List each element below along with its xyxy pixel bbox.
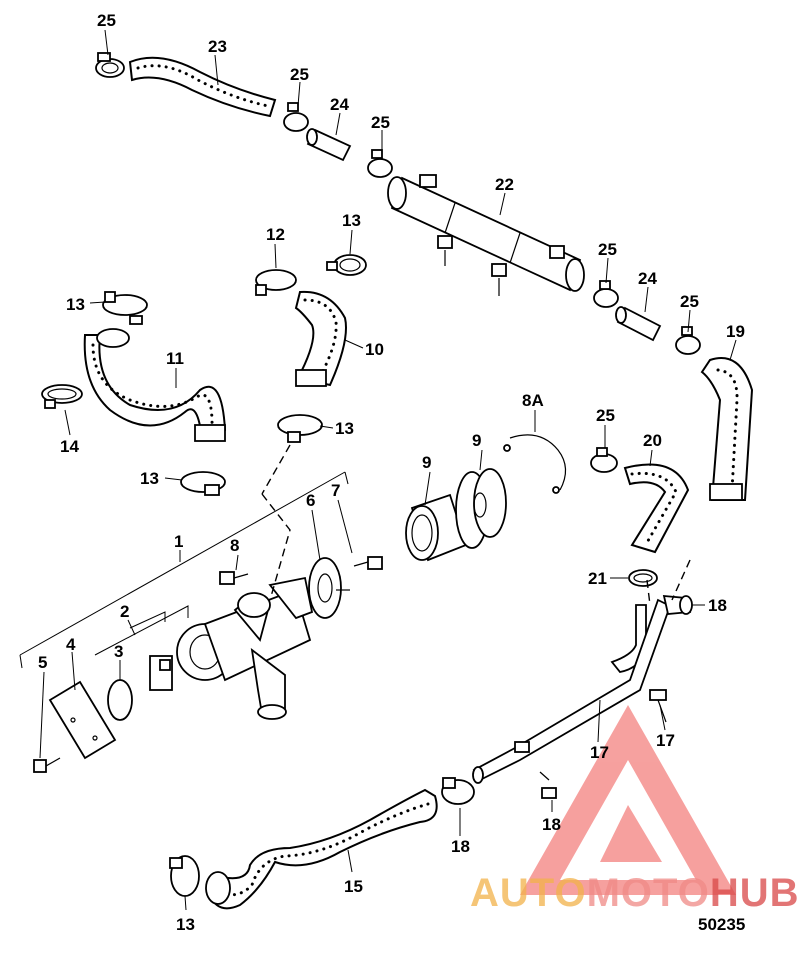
watermark-inner-stroke [600, 805, 662, 862]
callout-25: 25 [596, 406, 615, 425]
clamp-14-left[interactable] [41, 384, 83, 409]
callout-3: 3 [114, 642, 123, 661]
clamp-13-hose11-top[interactable] [255, 269, 297, 296]
clamp-25-right-b[interactable] [675, 326, 701, 355]
callout-6: 6 [306, 491, 315, 510]
clamp-13-hose12-bottom[interactable] [180, 471, 226, 496]
callout-13: 13 [335, 419, 354, 438]
callout-23: 23 [208, 37, 227, 56]
brand-auto: AUTO [470, 871, 587, 915]
callout-25: 25 [290, 65, 309, 84]
hose-15[interactable] [205, 788, 438, 910]
callout-24: 24 [638, 269, 657, 288]
callout-24: 24 [330, 95, 349, 114]
callout-7: 7 [331, 481, 340, 500]
hose-23[interactable] [128, 56, 277, 118]
o-ring-3[interactable] [107, 679, 133, 721]
watermark-triangle [520, 705, 736, 895]
callout-8: 8 [230, 536, 239, 555]
callout-15: 15 [344, 877, 363, 896]
clamp-13-hose12-top[interactable] [102, 291, 148, 325]
svg-text:AUTOMOTOHUB: AUTOMOTOHUB [470, 871, 800, 915]
hose-11[interactable] [294, 290, 347, 387]
fitting-24-upper[interactable] [306, 128, 352, 162]
callout-25: 25 [680, 292, 699, 311]
callout-12: 11 [166, 349, 184, 368]
callout-8a: 8A [522, 391, 544, 410]
bolt-5[interactable] [33, 757, 61, 773]
clamp-25-upper-b[interactable] [367, 149, 393, 178]
callout-4: 4 [66, 635, 76, 654]
seal-kit-2[interactable] [149, 655, 173, 691]
hose-12[interactable] [83, 328, 227, 442]
figure-number: 50235 [698, 915, 745, 934]
callout-18: 18 [451, 837, 470, 856]
callout-1: 1 [174, 532, 183, 551]
callout-20: 20 [643, 431, 662, 450]
clamp-14-top[interactable] [326, 254, 367, 276]
clamp-25-hose20[interactable] [590, 447, 618, 473]
clamp-25-top-left[interactable] [95, 52, 125, 78]
callout-25: 25 [371, 113, 390, 132]
brand-hub: HUB [710, 871, 800, 915]
leader-lines [39, 29, 737, 911]
callout-9: 9 [422, 453, 431, 472]
bolt-17-center[interactable] [539, 771, 557, 799]
watermark-logo [520, 705, 736, 895]
bolt-8[interactable] [219, 571, 249, 585]
callout-14: 14 [60, 437, 79, 456]
callout-10: 9 [472, 431, 481, 450]
callout-labels: 25 23 25 24 25 22 25 24 25 19 12 13 13 1… [38, 11, 745, 934]
fitting-24-right[interactable] [615, 306, 662, 342]
callout-14: 13 [342, 211, 361, 230]
pump-housing[interactable] [176, 576, 314, 720]
bolt-17-right[interactable] [649, 689, 667, 723]
fitting-18-right[interactable] [662, 594, 693, 615]
callout-16: 17 [590, 743, 609, 762]
retaining-ring-8a[interactable] [503, 434, 567, 494]
callout-13: 13 [176, 915, 195, 934]
callout-25: 25 [97, 11, 116, 30]
callout-13: 13 [140, 469, 159, 488]
callout-5: 5 [38, 653, 47, 672]
callout-19: 19 [726, 322, 745, 341]
callout-25: 25 [598, 240, 617, 259]
callout-13: 13 [66, 295, 85, 314]
bearing-9[interactable] [405, 493, 468, 562]
callout-17: 18 [542, 815, 561, 834]
clamp-13-lower[interactable] [169, 855, 200, 897]
tube-16[interactable] [472, 598, 672, 784]
assembly-lines [19, 444, 691, 669]
hose-20[interactable] [623, 463, 690, 554]
callout-11: 10 [365, 340, 384, 359]
callout-21: 21 [588, 569, 607, 588]
clamp-18-lower[interactable] [441, 777, 475, 805]
hose-19[interactable] [700, 357, 754, 501]
bolt-7[interactable] [353, 556, 383, 570]
callout-13: 12 [266, 225, 285, 244]
callout-17: 17 [656, 731, 675, 750]
callout-2: 2 [120, 602, 129, 621]
cooler-22[interactable] [387, 174, 585, 296]
callout-18: 18 [708, 596, 727, 615]
clamp-25-upper-a[interactable] [283, 102, 309, 132]
callout-22: 22 [495, 175, 514, 194]
impeller-6[interactable] [308, 557, 350, 619]
clamp-25-right-a[interactable] [593, 280, 619, 308]
brand-moto: MOTO [587, 871, 710, 915]
watermark-text: AUTOMOTOHUB [470, 871, 800, 915]
clamp-13-hose11-bottom[interactable] [277, 414, 323, 443]
gear-10[interactable] [455, 468, 507, 549]
gasket-4[interactable] [48, 680, 117, 760]
clamp-21[interactable] [628, 569, 658, 587]
